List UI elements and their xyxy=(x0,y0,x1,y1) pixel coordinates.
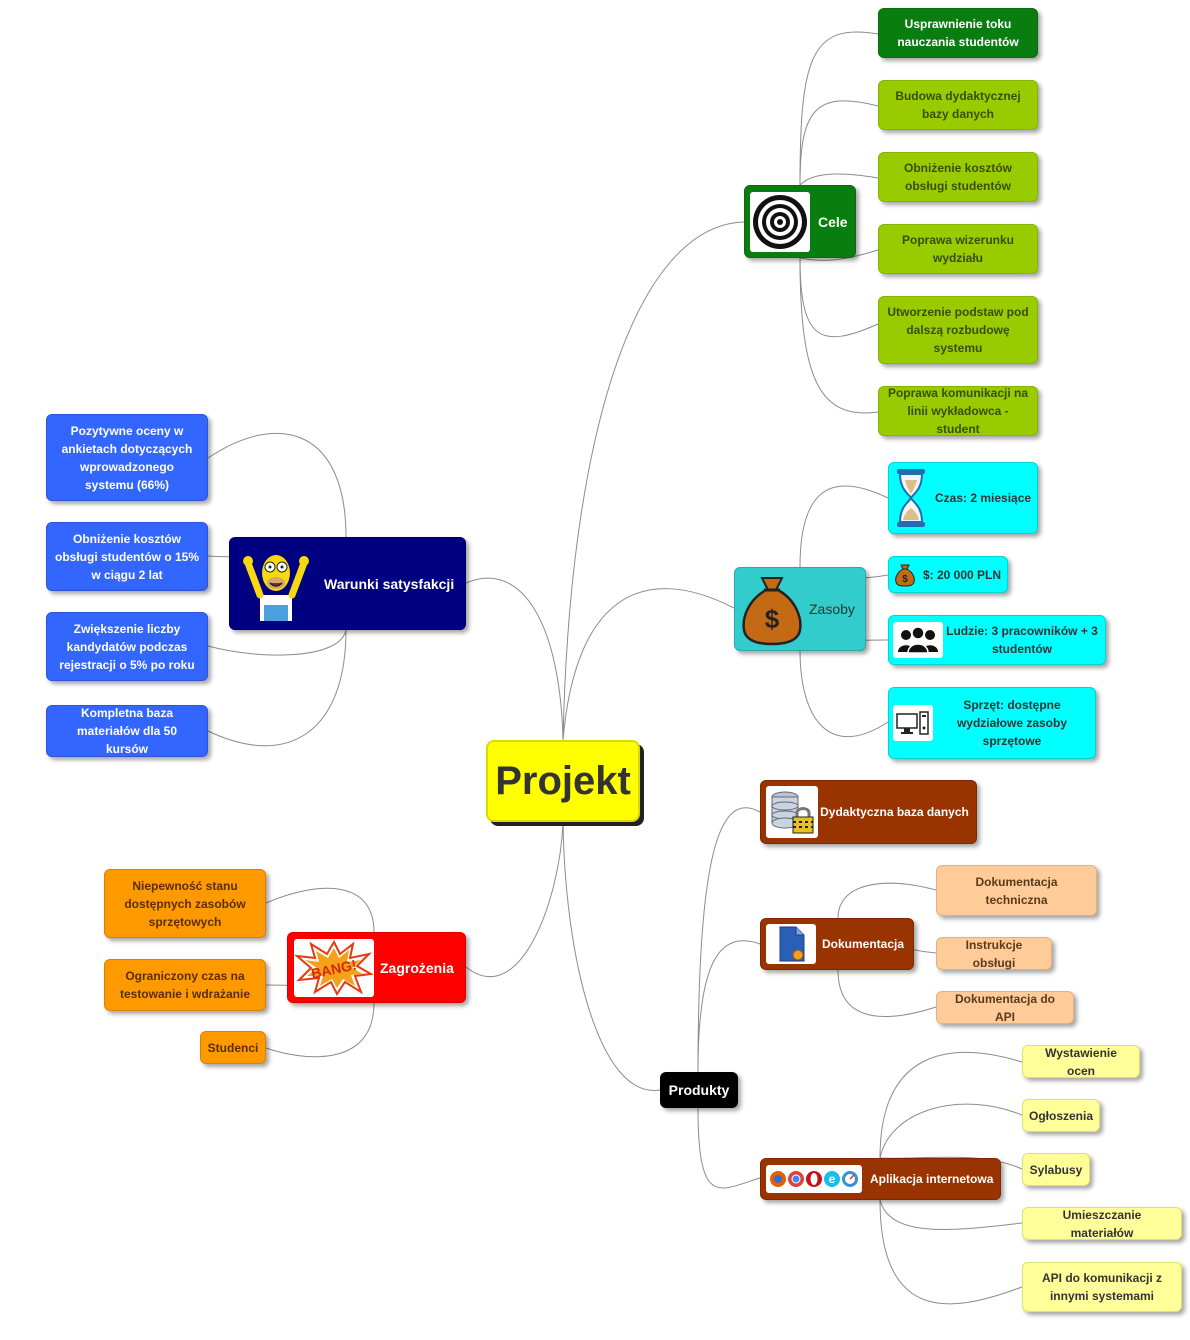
warunki-item-1[interactable]: Pozytywne oceny w ankietach dotyczących … xyxy=(46,414,208,501)
cele-item-label: Poprawa wizerunku wydziału xyxy=(901,233,1015,265)
dokumentacja-item-label: Instrukcje obsługi xyxy=(965,937,1023,970)
zagrozenia-item-label: Niepewność stanu dostępnych zasobów sprz… xyxy=(124,878,246,929)
link-root-zasoby xyxy=(562,588,735,741)
category-produkty[interactable]: Produkty xyxy=(660,1072,738,1108)
warunki-item-label: Kompletna baza materiałów dla 50 kursów xyxy=(76,706,178,756)
dokumentacja-item-2[interactable]: Instrukcje obsługi xyxy=(936,937,1052,970)
aplikacja-item-label: Ogłoszenia xyxy=(1029,1108,1094,1123)
warunki-item-label: Pozytywne oceny w ankietach dotyczących … xyxy=(61,423,193,492)
warunki-item-label: Zwiększenie liczby kandydatów podczas re… xyxy=(59,621,195,672)
produkty-dokumentacja-label: Dokumentacja xyxy=(822,937,905,951)
zasoby-item-label: Sprzęt: dostępne wydziałowe zasoby sprzę… xyxy=(956,698,1068,748)
zasoby-item-label: $: 20 000 PLN xyxy=(923,567,1002,582)
link-root-warunki xyxy=(465,577,564,741)
produkty-aplikacja-internetowa[interactable]: e Aplikacja internetowa xyxy=(760,1158,1001,1200)
category-cele[interactable]: Cele xyxy=(744,185,856,258)
target-icon xyxy=(750,191,810,252)
people-icon xyxy=(893,622,943,658)
category-zagrozenia-label: Zagrożenia xyxy=(380,959,454,976)
zasoby-item-budzet[interactable]: $ $: 20 000 PLN xyxy=(888,556,1008,593)
category-warunki-satysfakcji[interactable]: Warunki satysfakcji xyxy=(229,537,466,630)
aplikacja-item-label: Umieszczanie materiałów xyxy=(1062,1207,1142,1240)
money-bag-icon: $ xyxy=(739,571,805,647)
aplikacja-item-5[interactable]: API do komunikacji z innymi systemami xyxy=(1022,1262,1182,1312)
link-root-produkty xyxy=(562,821,661,1091)
cele-item-label: Budowa dydaktycznej bazy danych xyxy=(895,89,1021,121)
cele-item-label: Utworzenie podstaw pod dalszą rozbudowę … xyxy=(887,305,1029,355)
category-zasoby[interactable]: $ Zasoby xyxy=(734,567,866,651)
dokumentacja-item-3[interactable]: Dokumentacja do API xyxy=(936,991,1074,1024)
dokumentacja-item-1[interactable]: Dokumentacja techniczna xyxy=(936,865,1097,916)
browsers-icon: e xyxy=(766,1165,862,1193)
cheering-character-icon xyxy=(236,544,316,624)
aplikacja-item-4[interactable]: Umieszczanie materiałów xyxy=(1022,1207,1182,1240)
cele-item-label: Obniżenie kosztów obsługi studentów xyxy=(903,161,1012,193)
root-label: Projekt xyxy=(495,759,631,803)
zagrozenia-item-label: Studenci xyxy=(207,1040,259,1055)
aplikacja-item-label: Wystawienie ocen xyxy=(1045,1045,1117,1078)
hourglass-icon xyxy=(893,467,929,529)
warunki-item-4[interactable]: Kompletna baza materiałów dla 50 kursów xyxy=(46,705,208,757)
zagrozenia-item-1[interactable]: Niepewność stanu dostępnych zasobów sprz… xyxy=(104,869,266,938)
aplikacja-item-2[interactable]: Ogłoszenia xyxy=(1022,1099,1100,1132)
aplikacja-item-label: Sylabusy xyxy=(1029,1162,1083,1177)
cele-item-3[interactable]: Obniżenie kosztów obsługi studentów xyxy=(878,152,1038,202)
produkty-dokumentacja[interactable]: Dokumentacja xyxy=(760,918,914,970)
document-icon xyxy=(766,924,816,964)
category-zasoby-label: Zasoby xyxy=(809,601,855,617)
cele-item-4[interactable]: Poprawa wizerunku wydziału xyxy=(878,224,1038,274)
warunki-item-3[interactable]: Zwiększenie liczby kandydatów podczas re… xyxy=(46,612,208,681)
cele-item-label: Usprawnienie toku nauczania studentów xyxy=(897,17,1019,49)
warunki-item-label: Obniżenie kosztów obsługi studentów o 15… xyxy=(55,531,200,582)
coin-bag-icon: $ xyxy=(893,563,917,587)
cele-item-1[interactable]: Usprawnienie toku nauczania studentów xyxy=(878,8,1038,58)
zagrozenia-item-label: Ograniczony czas na testowanie i wdrażan… xyxy=(119,969,251,1001)
zagrozenia-item-2[interactable]: Ograniczony czas na testowanie i wdrażan… xyxy=(104,959,266,1011)
aplikacja-item-3[interactable]: Sylabusy xyxy=(1022,1153,1090,1186)
warunki-item-2[interactable]: Obniżenie kosztów obsługi studentów o 15… xyxy=(46,522,208,591)
category-produkty-label: Produkty xyxy=(668,1082,730,1098)
cele-item-6[interactable]: Poprawa komunikacji na linii wykładowca … xyxy=(878,386,1038,436)
zasoby-item-label: Ludzie: 3 pracowników + 3 studentów xyxy=(946,624,1098,656)
link-root-cele xyxy=(562,221,745,741)
dokumentacja-item-label: Dokumentacja techniczna xyxy=(975,874,1058,907)
produkty-baza-danych[interactable]: Dydaktyczna baza danych xyxy=(760,780,977,844)
aplikacja-item-label: API do komunikacji z innymi systemami xyxy=(1041,1271,1163,1303)
cele-item-label: Poprawa komunikacji na linii wykładowca … xyxy=(887,386,1029,436)
aplikacja-item-1[interactable]: Wystawienie ocen xyxy=(1022,1045,1140,1078)
category-warunki-label: Warunki satysfakcji xyxy=(324,575,455,592)
root-node[interactable]: Projekt xyxy=(486,740,640,822)
svg-text:$: $ xyxy=(765,604,780,634)
category-cele-label: Cele xyxy=(818,213,848,230)
cele-item-2[interactable]: Budowa dydaktycznej bazy danych xyxy=(878,80,1038,130)
zagrozenia-item-3[interactable]: Studenci xyxy=(200,1031,266,1064)
svg-text:e: e xyxy=(829,1172,836,1186)
svg-text:$: $ xyxy=(902,574,908,585)
zasoby-item-sprzet[interactable]: Sprzęt: dostępne wydziałowe zasoby sprzę… xyxy=(888,687,1096,759)
zasoby-item-ludzie[interactable]: Ludzie: 3 pracowników + 3 studentów xyxy=(888,615,1106,665)
bang-explosion-icon: BANG! xyxy=(294,938,374,997)
database-lock-icon xyxy=(766,786,818,838)
cele-item-5[interactable]: Utworzenie podstaw pod dalszą rozbudowę … xyxy=(878,296,1038,364)
produkty-aplikacja-label: Aplikacja internetowa xyxy=(870,1172,994,1186)
category-zagrozenia[interactable]: BANG! Zagrożenia xyxy=(287,932,466,1003)
zasoby-item-czas[interactable]: Czas: 2 miesiące xyxy=(888,462,1038,534)
link-root-zagrozenia xyxy=(465,821,564,977)
produkty-baza-label: Dydaktyczna baza danych xyxy=(820,805,969,819)
zasoby-item-label: Czas: 2 miesiące xyxy=(935,491,1032,505)
computer-icon xyxy=(893,705,933,741)
dokumentacja-item-label: Dokumentacja do API xyxy=(954,991,1056,1024)
